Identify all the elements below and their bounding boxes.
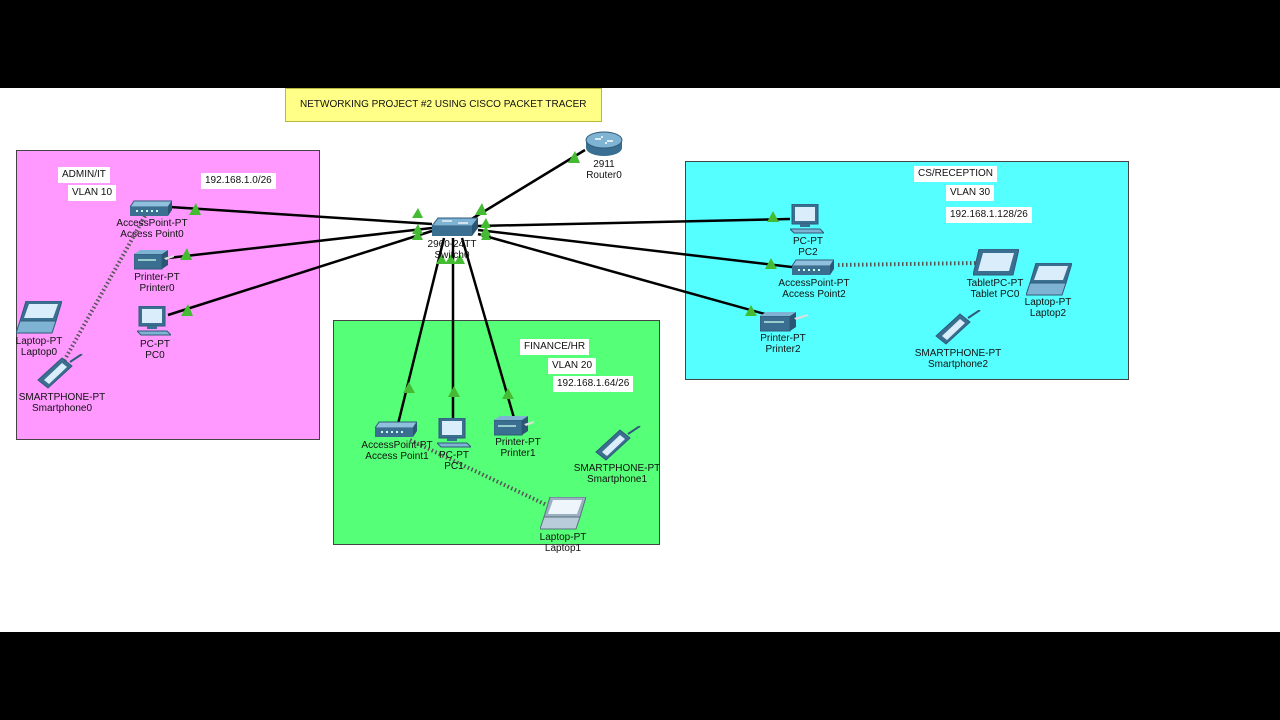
link-switch-ap1[interactable] (395, 237, 446, 429)
link-up-indicator (181, 304, 193, 316)
link-switch-pc2[interactable] (477, 217, 791, 228)
link-up-indicator (180, 248, 192, 260)
smartphone-icon[interactable] (934, 310, 984, 346)
link-up-indicator (767, 211, 779, 222)
wireless-ap1-laptop1 (409, 438, 556, 511)
link-up-indicator (481, 231, 491, 240)
zone-finance-name: FINANCE/HR (520, 339, 590, 355)
zone-finance-vlan: VLAN 20 (548, 358, 597, 374)
link-up-indicator (765, 258, 777, 269)
link-up-indicator (502, 388, 514, 399)
smartphone-icon[interactable] (594, 426, 644, 462)
laptop-icon[interactable] (16, 301, 62, 335)
link-up-indicator (189, 203, 201, 215)
zone-cs-vlan: VLAN 30 (946, 185, 995, 201)
project-title: NETWORKING PROJECT #2 USING CISCO PACKET… (285, 88, 602, 122)
zone-admin (16, 150, 320, 440)
zone-admin-subnet: 192.168.1.0/26 (201, 173, 276, 189)
link-switch-router[interactable] (469, 148, 586, 222)
link-up-indicator (448, 386, 460, 397)
link-up-indicator (475, 203, 487, 215)
zone-admin-name: ADMIN/IT (58, 167, 110, 183)
link-switch-printer2[interactable] (477, 232, 773, 318)
link-up-indicator (480, 218, 491, 228)
access-point-icon[interactable] (375, 421, 417, 439)
links-layer (62, 148, 978, 511)
topology-canvas[interactable]: NETWORKING PROJECT #2 USING CISCO PACKET… (0, 88, 1280, 632)
link-up-indicator (445, 254, 456, 264)
link-up-indicator (745, 305, 757, 316)
pc-icon[interactable] (137, 306, 171, 336)
pc-icon[interactable] (790, 204, 824, 234)
laptop-icon[interactable] (1026, 263, 1072, 297)
tablet-icon[interactable] (973, 249, 1019, 277)
link-up-indicator (412, 224, 423, 234)
access-point-icon[interactable] (130, 200, 172, 218)
link-up-indicator (403, 382, 415, 393)
link-up-indicator (436, 254, 447, 264)
printer-icon[interactable] (494, 416, 534, 436)
link-switch-printer1[interactable] (460, 237, 516, 419)
link-up-indicator (412, 230, 423, 240)
access-point-icon[interactable] (792, 259, 834, 277)
printer-icon[interactable] (134, 250, 174, 270)
zone-cs-subnet: 192.168.1.128/26 (946, 207, 1032, 223)
link-switch-ap2[interactable] (477, 228, 801, 270)
link-switch-pc0[interactable] (167, 229, 433, 317)
pc-icon[interactable] (437, 418, 471, 448)
zone-admin-vlan: VLAN 10 (68, 185, 117, 201)
link-up-indicator (480, 226, 491, 236)
link-up-indicator (568, 151, 580, 163)
router-icon[interactable] (585, 130, 623, 158)
link-switch-ap0[interactable] (169, 205, 433, 226)
zone-cs-name: CS/RECEPTION (914, 166, 998, 182)
link-up-indicator (412, 208, 423, 218)
laptop-icon[interactable] (540, 497, 586, 531)
smartphone-icon[interactable] (36, 354, 86, 390)
wireless-ap2-tablet0 (837, 261, 978, 267)
link-up-indicator (454, 254, 465, 264)
link-switch-printer0[interactable] (167, 226, 433, 260)
switch-icon[interactable] (432, 216, 478, 238)
printer-icon[interactable] (760, 312, 808, 332)
zone-finance-subnet: 192.168.1.64/26 (553, 376, 634, 392)
